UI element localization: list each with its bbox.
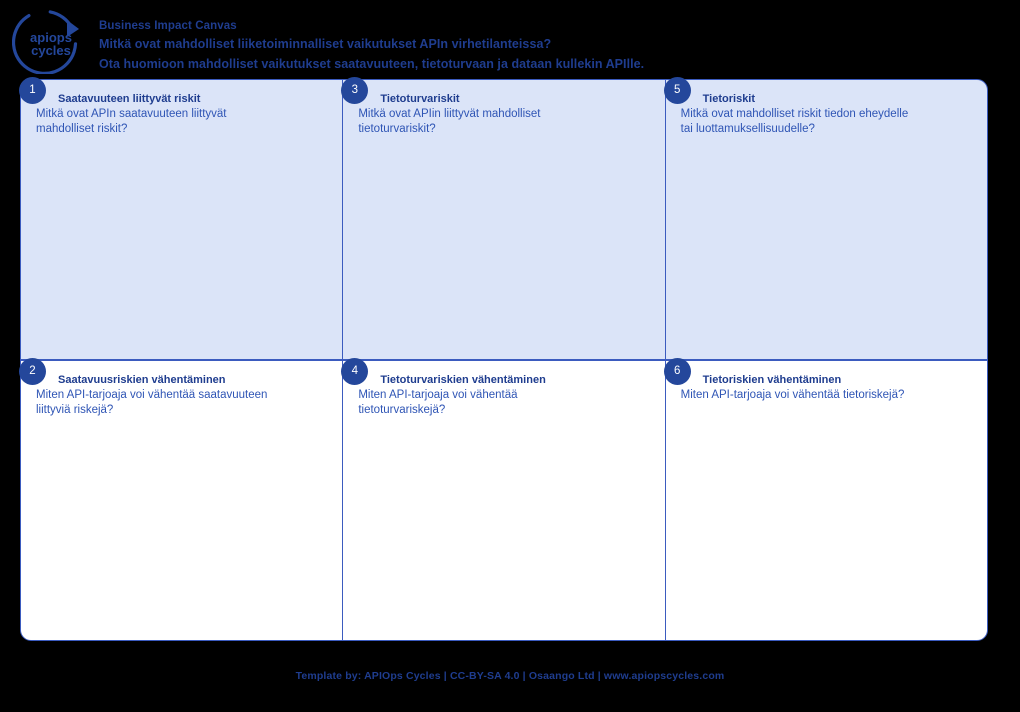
cell-content: Saatavuusriskien vähentäminen Miten API-… [21,361,342,417]
cell-title: Tietoturvariskit [380,93,460,105]
business-impact-canvas-grid: 1 Saatavuuteen liittyvät riskit Mitkä ov… [19,77,988,641]
cell-content: Tietoturvariskit Mitkä ovat APIin liitty… [343,80,664,136]
page-title: Business Impact Canvas [99,20,237,32]
header-subtitle-1: Mitkä ovat mahdolliset liiketoiminnallis… [99,37,552,51]
cell-title: Tietoriskit [702,93,756,105]
cell-content: Tietoriskit Mitkä ovat mahdolliset riski… [666,80,987,136]
canvas-cell-3[interactable]: 3 Tietoturvariskit Mitkä ovat APIin liit… [341,77,666,360]
cell-title: Tietoturvariskien vähentäminen [380,374,546,386]
cell-description: Mitkä ovat mahdolliset riskit tiedon ehe… [680,108,909,135]
cell-number-badge: 1 [19,77,46,104]
cell-title: Tietoriskien vähentäminen [702,374,842,386]
cell-content: Tietoriskien vähentäminen Miten API-tarj… [666,361,987,403]
header-text-block: Business Impact Canvas Mitkä ovat mahdol… [99,19,999,74]
cell-description: Miten API-tarjoaja voi vähentää tietotur… [358,389,518,416]
cell-number-badge: 4 [341,358,369,385]
cell-description: Mitkä ovat APIn saatavuuteen liittyvät m… [36,108,227,135]
logo-text-line1: apiops [30,30,72,45]
canvas-cell-5[interactable]: 5 Tietoriskit Mitkä ovat mahdolliset ris… [663,77,988,360]
cell-description: Miten API-tarjoaja voi vähentää tietoris… [680,389,905,401]
canvas-row-mitigations: 2 Saatavuusriskien vähentäminen Miten AP… [19,358,988,641]
canvas-row-risks: 1 Saatavuuteen liittyvät riskit Mitkä ov… [19,77,988,360]
cell-description: Mitkä ovat APIin liittyvät mahdolliset t… [358,108,541,135]
footer-attribution: Template by: APIOps Cycles | CC-BY-SA 4.… [295,670,725,682]
page-header: apiops cycles Business Impact Canvas Mit… [0,0,1020,76]
logo-text-line2: cycles [31,43,71,58]
canvas-cell-6[interactable]: 6 Tietoriskien vähentäminen Miten API-ta… [663,358,988,641]
cell-content: Tietoturvariskien vähentäminen Miten API… [343,361,664,417]
canvas-cell-2[interactable]: 2 Saatavuusriskien vähentäminen Miten AP… [19,358,344,641]
circular-arrow-icon: apiops cycles [11,9,79,75]
cell-number-badge: 3 [341,77,369,104]
cell-number-badge: 2 [19,358,46,385]
cell-content: Saatavuuteen liittyvät riskit Mitkä ovat… [21,80,342,136]
canvas-cell-1[interactable]: 1 Saatavuuteen liittyvät riskit Mitkä ov… [19,77,344,360]
apiops-cycles-logo: apiops cycles [11,8,92,75]
cell-number-badge: 5 [663,77,691,104]
cell-description: Miten API-tarjoaja voi vähentää saatavuu… [36,389,268,416]
cell-number-badge: 6 [663,358,691,385]
cell-title: Saatavuusriskien vähentäminen [58,374,226,386]
cell-title: Saatavuuteen liittyvät riskit [58,93,201,105]
canvas-cell-4[interactable]: 4 Tietoturvariskien vähentäminen Miten A… [341,358,666,641]
header-subtitle-2: Ota huomioon mahdolliset vaikutukset saa… [99,57,645,71]
